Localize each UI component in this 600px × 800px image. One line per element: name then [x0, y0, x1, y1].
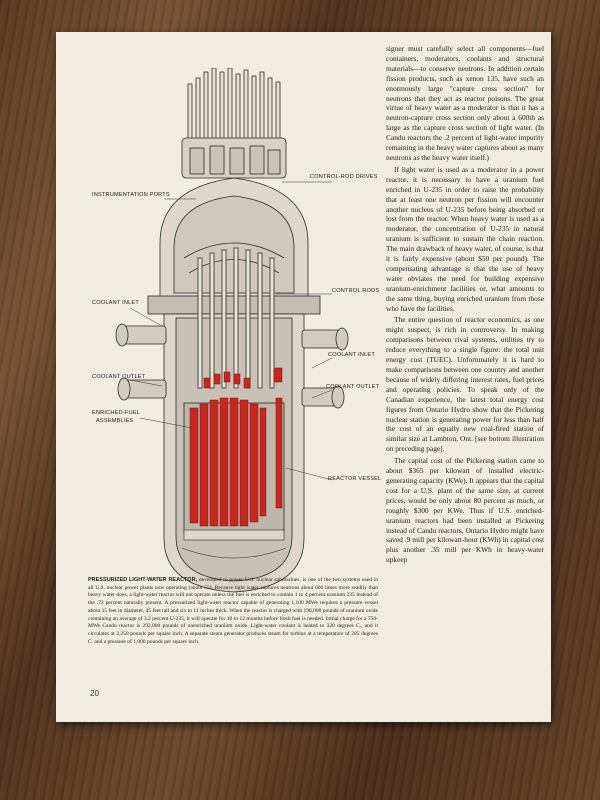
fuel-assemblies [189, 367, 283, 527]
paragraph-4: The capital cost of the Pickering statio… [386, 456, 544, 565]
page-number: 20 [90, 689, 99, 698]
paragraph-2: If light water is used as a moderator in… [386, 164, 544, 313]
label-enriched-fuel-line2: ASSEMBLIES [96, 418, 134, 424]
article-text-column: signer must carefully select all compone… [386, 44, 544, 567]
label-coolant-inlet-right: COOLANT INLET [328, 352, 375, 358]
label-control-rod-drives: CONTROL-ROD DRIVES [310, 174, 378, 180]
caption-title: PRESSURIZED LIGHT-WATER REACTOR, [88, 577, 198, 583]
label-enriched-fuel-line1: ENRICHED-FUEL [92, 410, 140, 416]
reactor-illustration: CONTROL-ROD DRIVES INSTRUMENTATION PORTS… [64, 68, 384, 604]
caption-text: developed to power U.S. nuclear submarin… [88, 577, 379, 645]
label-control-rods: CONTROL RODS [332, 288, 380, 294]
paragraph-3: The entire question of reactor economics… [386, 315, 544, 454]
callout-leaders [129, 181, 333, 481]
control-rods-guide [197, 247, 275, 389]
label-coolant-outlet-right: COOLANT OUTLET [326, 384, 380, 390]
coolant-nozzles [115, 323, 349, 409]
label-instrumentation-ports: INSTRUMENTATION PORTS [92, 192, 170, 198]
figure-caption: PRESSURIZED LIGHT-WATER REACTOR, develop… [88, 577, 378, 646]
magazine-page: CONTROL-ROD DRIVES INSTRUMENTATION PORTS… [56, 32, 551, 722]
paragraph-1: signer must carefully select all compone… [386, 44, 544, 162]
reactor-cutaway-drawing [115, 68, 349, 593]
label-coolant-outlet-left: COOLANT OUTLET [92, 374, 146, 380]
control-rod-drive-tubes [181, 68, 287, 179]
label-coolant-inlet-left: COOLANT INLET [92, 300, 139, 306]
label-reactor-vessel: REACTOR VESSEL [328, 476, 382, 482]
